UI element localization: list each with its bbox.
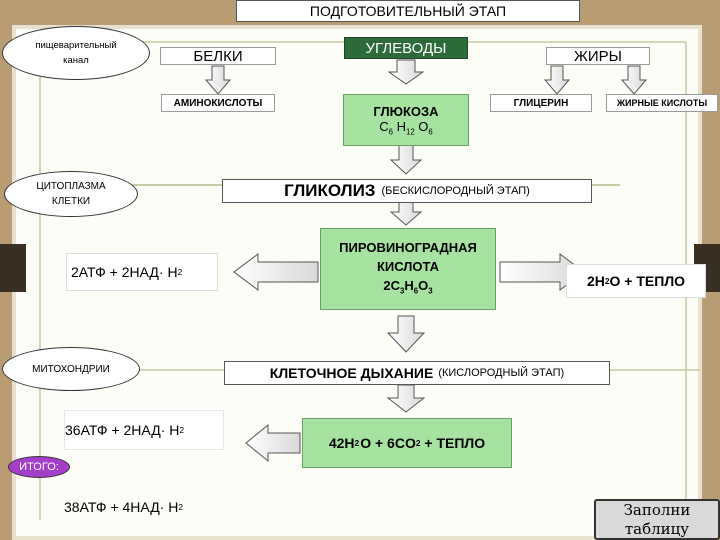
yield-atp: 2АТФ — [71, 264, 106, 280]
formula-h-count: 12 — [405, 127, 415, 137]
product-fatty-acids: ЖИРНЫЕ КИСЛОТЫ — [606, 94, 718, 112]
nutrient-fats: ЖИРЫ — [546, 47, 650, 65]
product-amino-acids-text: АМИНОКИСЛОТЫ — [173, 97, 263, 109]
resp-yield-plus: + — [111, 422, 120, 438]
nutrient-proteins-text: БЕЛКИ — [193, 47, 243, 65]
page-title-text: ПОДГОТОВИТЕЛЬНЫЙ ЭТАП — [309, 3, 507, 19]
arrow-carbs-glucose — [387, 59, 425, 85]
resp-yield-atp: 36АТФ — [65, 422, 108, 438]
output-heat: + ТЕПЛО — [424, 435, 486, 451]
total-badge-text: ИТОГО: — [19, 461, 59, 473]
pyruvate-formula-o: O — [418, 277, 429, 293]
pyruvate-line2: КИСЛОТА — [376, 258, 440, 274]
fill-table-button-label: Заполни таблицу — [623, 500, 691, 538]
glycolysis-stage: ГЛИКОЛИЗ (БЕСКИСЛОРОДНЫЙ ЭТАП) — [222, 179, 592, 203]
location-digestive-canal: пищеварительный канал — [2, 26, 150, 80]
total-badge: ИТОГО: — [8, 456, 70, 478]
yield-nad: 2НАД — [121, 264, 159, 280]
fill-table-button[interactable]: Заполни таблицу — [594, 499, 720, 540]
pyruvate-box: ПИРОВИНОГРАДНАЯ КИСЛОТА 2C3H6O3 — [320, 228, 496, 310]
pyruvate-formula: 2C3H6O3 — [383, 276, 432, 301]
glucose-formula: C6 H12 O6 — [379, 119, 433, 137]
output-co2: O + 6CO — [360, 435, 416, 451]
formula-c-count: 6 — [388, 127, 393, 137]
nutrient-carbs-text: УГЛЕВОДЫ — [365, 39, 447, 57]
total-yield-nad: 4НАД — [122, 499, 160, 515]
arrow-proteins-amino — [204, 65, 232, 95]
glycolysis-label: ГЛИКОЛИЗ — [284, 181, 376, 200]
pyruvate-line1: ПИРОВИНОГРАДНАЯ — [339, 239, 477, 255]
product-fatty-acids-text: ЖИРНЫЕ КИСЛОТЫ — [616, 98, 708, 108]
formula-c: C — [379, 118, 389, 134]
product-glucose: ГЛЮКОЗА C6 H12 O6 — [343, 94, 469, 146]
output-water-count: 2 — [354, 438, 360, 448]
pyruvate-formula-c: 2C — [383, 277, 401, 293]
arrow-pyruvate-respiration — [386, 315, 426, 353]
formula-o-count: 6 — [428, 127, 433, 137]
page-title: ПОДГОТОВИТЕЛЬНЫЙ ЭТАП — [236, 0, 580, 22]
total-yield-h: H — [168, 499, 179, 515]
location-cytoplasm-text: ЦИТОПЛАЗМА КЛЕТКИ — [36, 181, 106, 207]
arrow-fats-fattyacids — [620, 65, 648, 95]
nutrient-fats-text: ЖИРЫ — [574, 47, 622, 65]
arrow-output-left — [245, 423, 301, 463]
product-glycerol-text: ГЛИЦЕРИН — [513, 97, 569, 109]
arrow-pyruvate-left — [233, 253, 319, 291]
byproduct-rest: O + ТЕПЛО — [609, 273, 686, 289]
pyruvate-formula-h: H — [404, 277, 414, 293]
location-digestive-text: пищеварительный канал — [35, 40, 117, 66]
pyruvate-formula-h-count: 6 — [413, 286, 419, 296]
arrow-glycolysis-pyruvate — [389, 200, 423, 226]
resp-yield-nad: 2НАД — [123, 422, 161, 438]
respiration-label: КЛЕТОЧНОЕ ДЫХАНИЕ — [269, 365, 434, 381]
total-yield-dot: · — [159, 499, 165, 515]
byproduct-water-count: 2 — [604, 276, 610, 286]
product-glycerol: ГЛИЦЕРИН — [490, 94, 592, 112]
resp-yield-dot: · — [160, 422, 166, 438]
glycolysis-note: (БЕСКИСЛОРОДНЫЙ ЭТАП) — [381, 185, 530, 197]
pyruvate-formula-c-count: 3 — [400, 286, 405, 296]
resp-yield-h: H — [169, 422, 180, 438]
respiration-note: (КИСЛОРОДНЫЙ ЭТАП) — [438, 367, 565, 379]
location-mitochondria-text: МИТОХОНДРИИ — [32, 363, 110, 375]
arrow-glucose-glycolysis — [389, 144, 423, 175]
arrow-respiration-output — [386, 384, 426, 413]
output-co2-count: 2 — [415, 438, 421, 448]
formula-h: H — [396, 118, 406, 134]
byproduct-water: 2H — [586, 273, 605, 289]
total-yield-h-count: 2 — [178, 502, 184, 512]
resp-yield-h-count: 2 — [179, 425, 185, 435]
product-amino-acids: АМИНОКИСЛОТЫ — [161, 94, 275, 112]
yield-plus: + — [109, 264, 118, 280]
total-yield-atp: 38АТФ — [64, 499, 107, 515]
nutrient-carbs: УГЛЕВОДЫ — [344, 37, 468, 59]
pyruvate-formula-o-count: 3 — [428, 286, 433, 296]
product-glucose-text: ГЛЮКОЗА — [373, 103, 439, 119]
formula-o: O — [418, 118, 429, 134]
yield-h-count: 2 — [177, 267, 183, 277]
nutrient-proteins: БЕЛКИ — [160, 47, 276, 65]
yield-dot: · — [158, 264, 164, 280]
yield-h: H — [167, 264, 178, 280]
respiration-stage: КЛЕТОЧНОЕ ДЫХАНИЕ (КИСЛОРОДНЫЙ ЭТАП) — [224, 361, 610, 385]
location-cytoplasm: ЦИТОПЛАЗМА КЛЕТКИ — [4, 171, 138, 217]
output-water: 42H — [328, 435, 355, 451]
total-yield-plus: + — [110, 499, 119, 515]
location-mitochondria: МИТОХОНДРИИ — [2, 347, 140, 391]
left-side-tab — [0, 244, 26, 292]
arrow-fats-glycerol — [543, 65, 571, 95]
